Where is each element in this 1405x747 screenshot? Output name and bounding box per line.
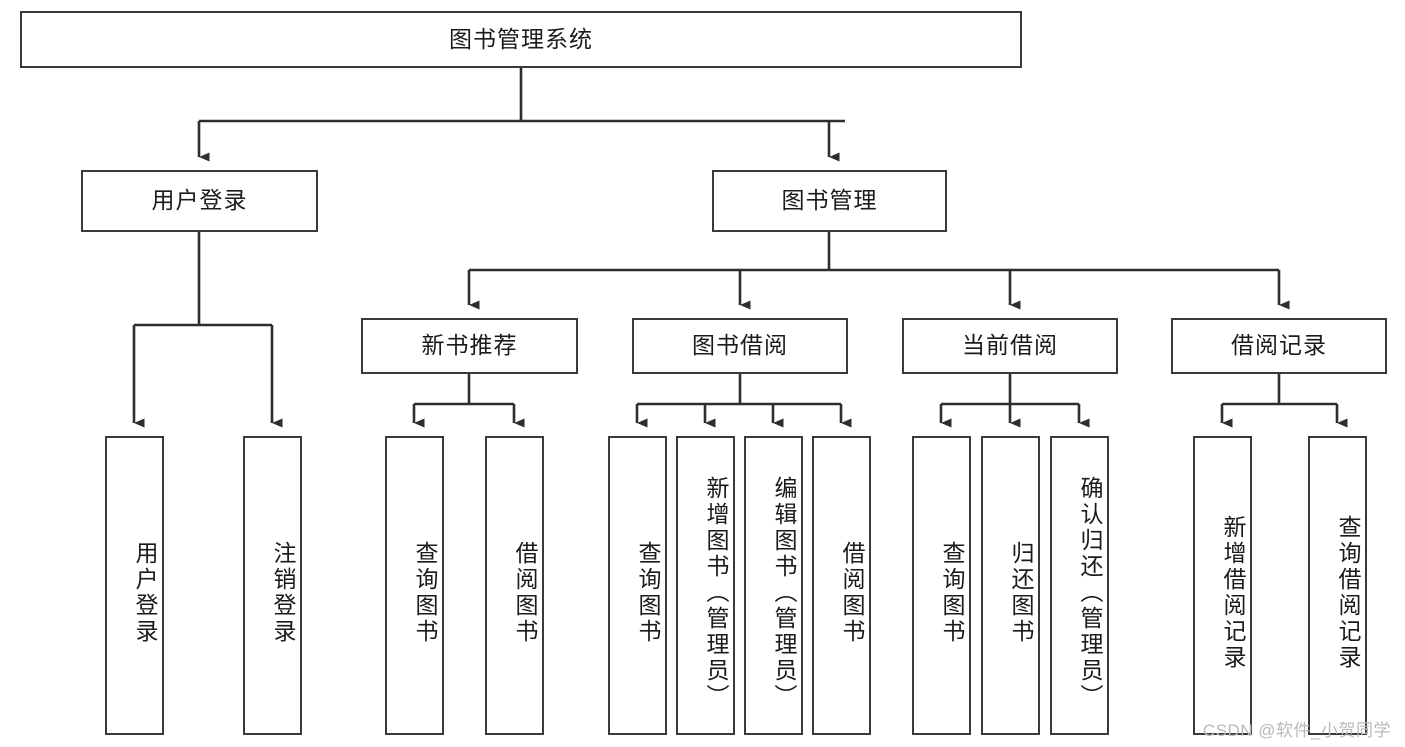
node-leaf-confirm-return[interactable]: 确认归还（管理员） (1050, 436, 1109, 735)
node-leaf-query-book-1[interactable]: 查询图书 (385, 436, 444, 735)
node-book-borrow[interactable]: 图书借阅 (632, 318, 848, 374)
node-leaf-query-book-2-label: 查询图书 (635, 540, 661, 645)
node-user-login-label: 用户登录 (151, 187, 248, 214)
node-leaf-logout-login-label: 注销登录 (270, 540, 296, 645)
node-current-borrow[interactable]: 当前借阅 (902, 318, 1118, 374)
node-new-book-recommend[interactable]: 新书推荐 (361, 318, 578, 374)
watermark: CSDN @软件_小贺同学 (1202, 721, 1391, 740)
node-leaf-borrow-book-1-label: 借阅图书 (512, 540, 538, 645)
node-leaf-add-record-label: 新增借阅记录 (1220, 514, 1246, 671)
node-leaf-query-book-3[interactable]: 查询图书 (912, 436, 971, 735)
node-leaf-edit-book[interactable]: 编辑图书（管理员） (744, 436, 803, 735)
node-leaf-borrow-book-1[interactable]: 借阅图书 (485, 436, 544, 735)
node-root-label: 图书管理系统 (449, 25, 593, 52)
node-leaf-confirm-return-label: 确认归还（管理员） (1077, 475, 1103, 710)
node-leaf-edit-book-label: 编辑图书（管理员） (771, 475, 797, 710)
node-borrow-record[interactable]: 借阅记录 (1171, 318, 1387, 374)
node-leaf-user-login[interactable]: 用户登录 (105, 436, 164, 735)
node-leaf-return-book-label: 归还图书 (1008, 540, 1034, 645)
node-leaf-borrow-book-2-label: 借阅图书 (839, 540, 865, 645)
node-book-borrow-label: 图书借阅 (692, 332, 788, 359)
node-book-management-label: 图书管理 (781, 187, 878, 214)
node-borrow-record-label: 借阅记录 (1231, 332, 1327, 359)
node-leaf-add-book[interactable]: 新增图书（管理员） (676, 436, 735, 735)
node-book-management[interactable]: 图书管理 (712, 170, 947, 232)
node-leaf-query-book-2[interactable]: 查询图书 (608, 436, 667, 735)
node-new-book-recommend-label: 新书推荐 (421, 332, 518, 359)
node-leaf-query-record-label: 查询借阅记录 (1335, 514, 1361, 671)
node-leaf-return-book[interactable]: 归还图书 (981, 436, 1040, 735)
node-current-borrow-label: 当前借阅 (962, 332, 1058, 359)
node-leaf-borrow-book-2[interactable]: 借阅图书 (812, 436, 871, 735)
node-leaf-add-book-label: 新增图书（管理员） (703, 475, 729, 710)
node-leaf-query-record[interactable]: 查询借阅记录 (1308, 436, 1367, 735)
node-root[interactable]: 图书管理系统 (20, 11, 1022, 68)
node-leaf-query-book-1-label: 查询图书 (412, 540, 438, 645)
node-leaf-logout-login[interactable]: 注销登录 (243, 436, 302, 735)
node-user-login[interactable]: 用户登录 (81, 170, 318, 232)
node-leaf-query-book-3-label: 查询图书 (939, 540, 965, 645)
node-leaf-user-login-label: 用户登录 (132, 540, 158, 645)
node-leaf-add-record[interactable]: 新增借阅记录 (1193, 436, 1252, 735)
